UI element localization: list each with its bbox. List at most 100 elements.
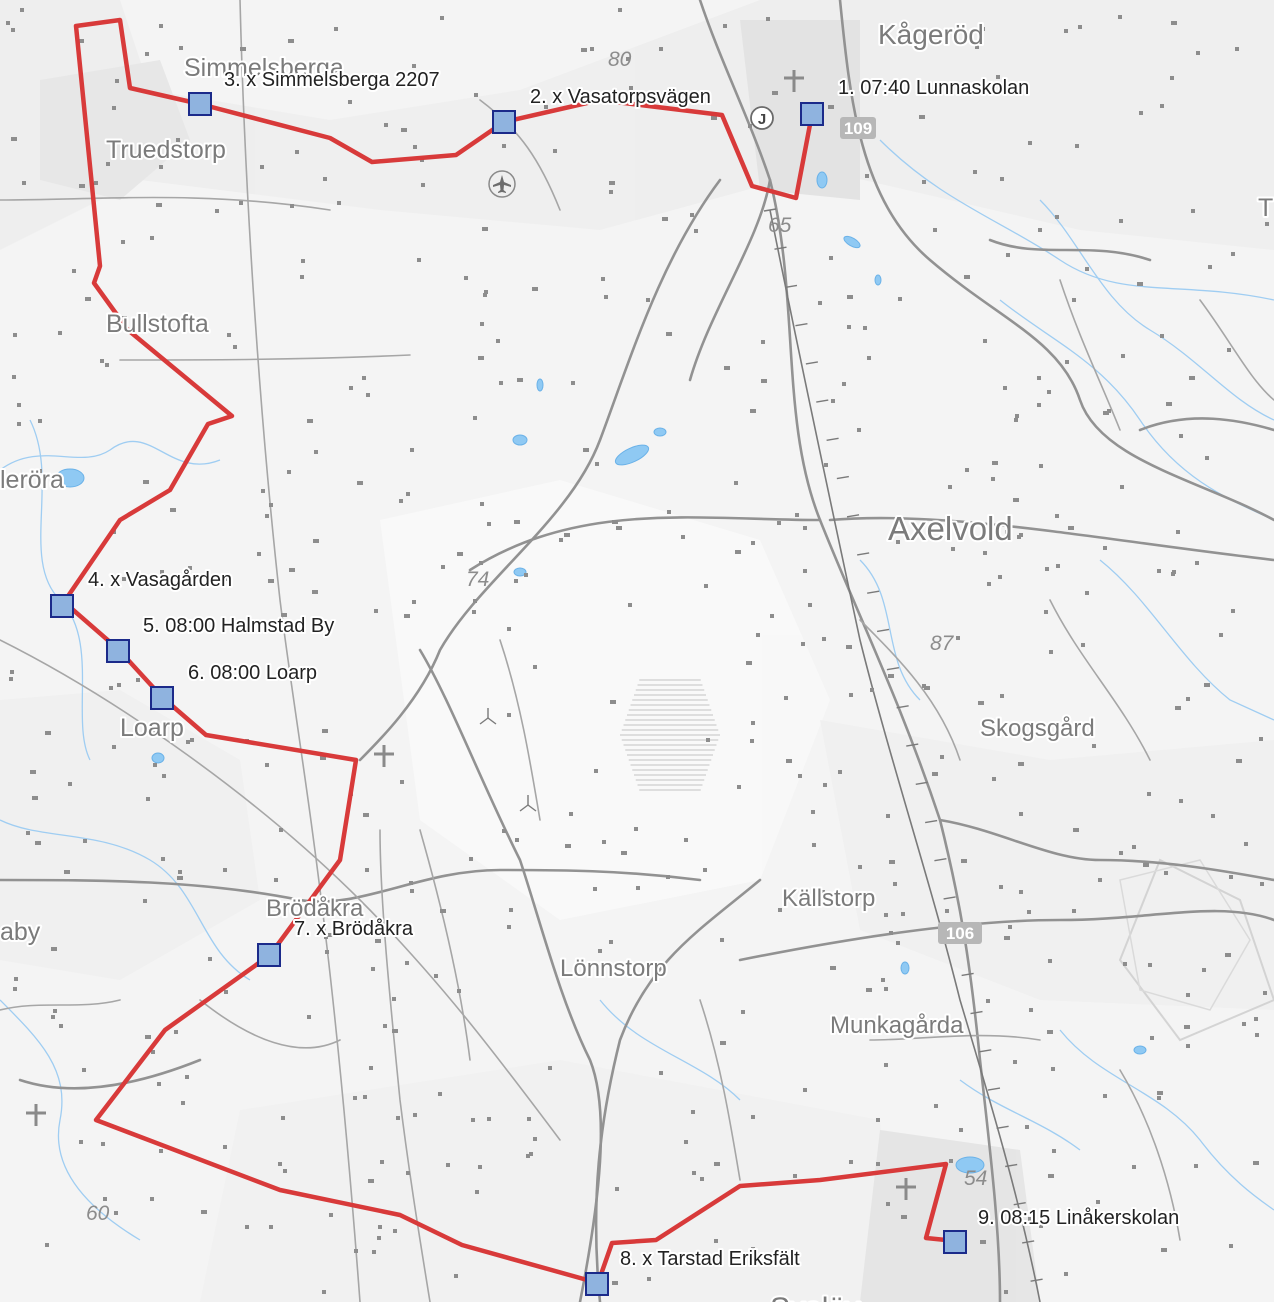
building-dot <box>1028 141 1032 145</box>
building-dot <box>32 796 38 800</box>
building-dot <box>357 481 363 485</box>
building-dot <box>101 1142 105 1146</box>
building-dot <box>866 988 872 992</box>
building-dot <box>245 1225 249 1229</box>
building-dot <box>901 912 905 916</box>
building-dot <box>6 21 10 25</box>
building-dot <box>45 731 51 735</box>
building-dot <box>159 1149 163 1153</box>
building-dot <box>571 381 575 385</box>
stop-marker-1[interactable] <box>800 102 824 126</box>
stop-marker-5[interactable] <box>106 639 130 663</box>
building-dot <box>735 550 741 554</box>
rail-tick <box>943 896 956 900</box>
building-dot <box>208 957 212 961</box>
building-dot <box>798 774 802 778</box>
rail-tick <box>925 819 938 824</box>
building-dot <box>876 1118 880 1122</box>
building-dot <box>122 577 126 581</box>
building-dot <box>987 582 991 586</box>
building-dot <box>751 1247 755 1251</box>
building-dot <box>784 696 788 700</box>
building-dot <box>694 229 698 233</box>
building-dot <box>884 913 888 917</box>
building-dot <box>1263 991 1267 995</box>
building-dot <box>487 522 491 526</box>
place-label: Kågeröd <box>878 19 984 50</box>
stop-marker-9[interactable] <box>943 1230 967 1254</box>
building-dot <box>483 293 487 297</box>
bus-route-line[interactable] <box>61 17 959 1286</box>
rail-tick <box>886 666 900 671</box>
place-label: Axelvold <box>888 510 1013 547</box>
building-dot <box>150 236 154 240</box>
building-dot <box>933 228 937 232</box>
building-dot <box>14 977 18 981</box>
building-dot <box>598 949 602 953</box>
stop-marker-3[interactable] <box>188 92 212 116</box>
building-dot <box>941 32 947 36</box>
building-dot <box>889 931 893 935</box>
building-dot <box>1044 610 1048 614</box>
building-dot <box>322 1290 326 1294</box>
building-dot <box>1045 567 1049 571</box>
building-dot <box>289 568 295 572</box>
building-dot <box>684 1140 688 1144</box>
lakes-layer <box>55 171 1147 1174</box>
building-dot <box>881 978 885 982</box>
building-dot <box>1254 1017 1258 1021</box>
building-dot <box>265 514 269 518</box>
place-label: Munkagårda <box>830 1012 964 1039</box>
building-dot <box>117 683 121 687</box>
stop-marker-7[interactable] <box>257 943 281 967</box>
building-dot <box>924 686 930 690</box>
building-dot <box>1147 792 1151 796</box>
building-dot <box>473 599 477 603</box>
building-dot <box>1072 298 1076 302</box>
building-dot <box>532 287 538 291</box>
rail-tick <box>1022 1240 1035 1244</box>
building-dot <box>159 165 163 169</box>
building-dot <box>1205 456 1209 460</box>
stop-marker-2[interactable] <box>492 110 516 134</box>
building-dot <box>1253 1161 1259 1165</box>
building-dot <box>162 774 166 778</box>
rail-tick <box>836 475 849 480</box>
building-dot <box>1179 434 1183 438</box>
building-dot <box>986 999 990 1003</box>
buildings-layer <box>6 8 1269 1294</box>
church-cross-icon <box>26 1104 46 1126</box>
building-dot <box>1229 1244 1233 1248</box>
stop-label-2: 2. x Vasatorpsvägen <box>530 86 711 108</box>
rail-tick <box>996 1125 1009 1129</box>
building-dot <box>1051 1067 1055 1071</box>
building-dot <box>1004 1290 1008 1294</box>
building-dot <box>691 1110 695 1114</box>
stop-marker-6[interactable] <box>150 686 174 710</box>
building-dot <box>201 1210 207 1214</box>
building-dot <box>514 579 518 583</box>
place-label: Källstorp <box>782 885 875 912</box>
stop-marker-4[interactable] <box>50 594 74 618</box>
rail-tick <box>805 361 818 365</box>
building-dot <box>741 1010 745 1014</box>
rail-tick <box>857 552 870 556</box>
building-dot <box>889 860 895 864</box>
building-dot <box>581 48 587 52</box>
building-dot <box>1255 1033 1259 1037</box>
church-cross-icon <box>784 70 804 92</box>
building-dot <box>1160 334 1164 338</box>
building-dot <box>829 105 833 109</box>
building-dot <box>910 1032 914 1036</box>
building-dot <box>312 590 318 594</box>
church-cross-icon <box>896 1178 916 1200</box>
stop-marker-8[interactable] <box>585 1272 609 1296</box>
building-dot <box>181 1101 185 1105</box>
building-dot <box>1072 909 1076 913</box>
building-dot <box>109 686 113 690</box>
building-dot <box>720 1041 726 1045</box>
building-dot <box>751 541 755 545</box>
building-dot <box>823 783 827 787</box>
building-dot <box>223 1145 227 1149</box>
